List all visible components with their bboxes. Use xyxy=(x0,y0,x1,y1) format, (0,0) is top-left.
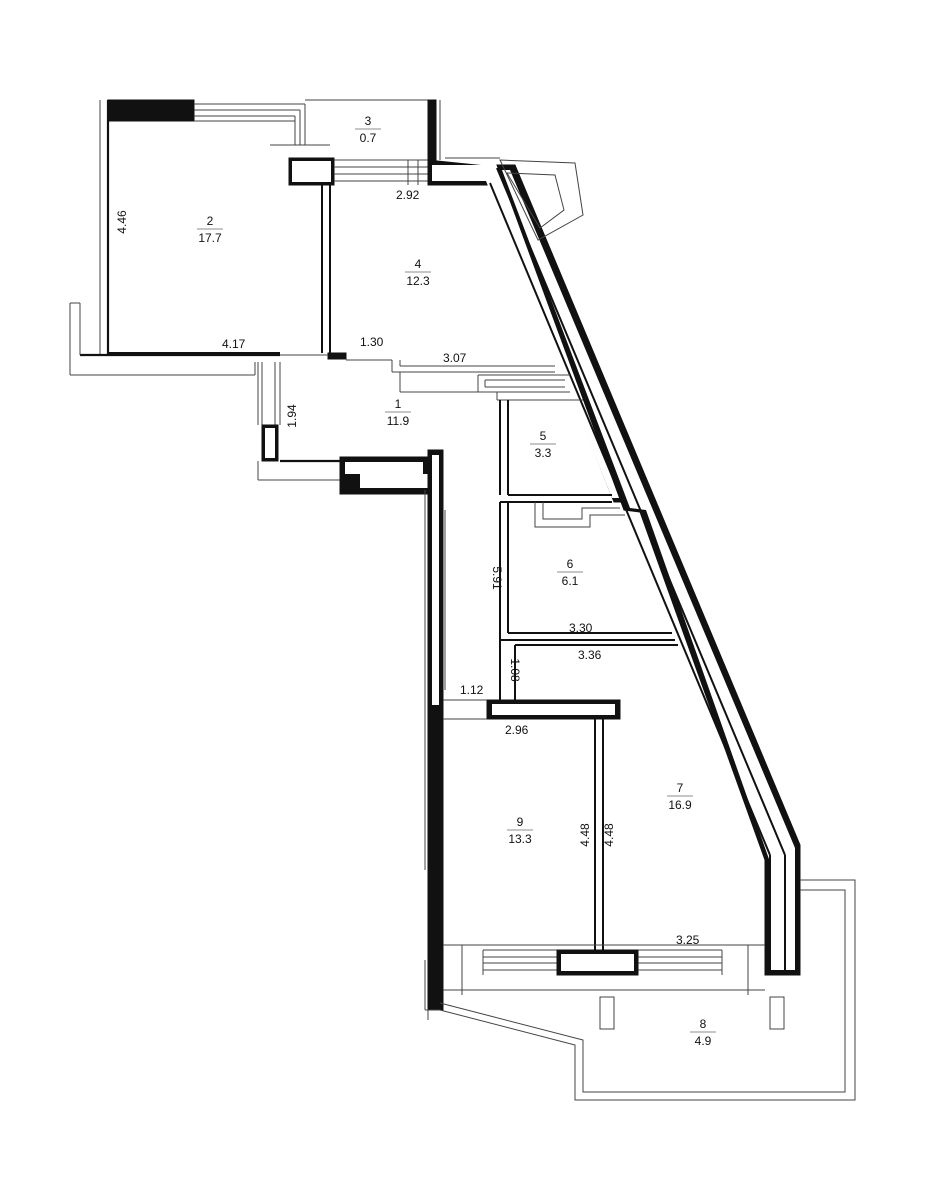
room-1-area: 11.9 xyxy=(387,414,410,428)
room-label-6: 6 6.1 xyxy=(557,557,583,588)
room-label-3: 3 0.7 xyxy=(355,114,381,145)
dimension-5-91: 5.91 xyxy=(490,566,504,590)
room-6-number: 6 xyxy=(567,557,574,571)
room-7-number: 7 xyxy=(677,781,684,795)
room-5-walls xyxy=(499,400,612,503)
diagonal-exterior-wall xyxy=(427,159,801,976)
room-5-area: 3.3 xyxy=(535,446,552,460)
room-6-walls xyxy=(499,502,675,641)
dimension-3-25: 3.25 xyxy=(676,933,700,947)
room-2-walls xyxy=(69,99,335,376)
room-3-area: 0.7 xyxy=(360,131,377,145)
bottom-window xyxy=(443,944,765,995)
room-label-8: 8 4.9 xyxy=(690,1017,716,1048)
dimension-4-48-right: 4.48 xyxy=(602,823,616,847)
dimension-2-92: 2.92 xyxy=(396,188,420,202)
room-2-number: 2 xyxy=(207,214,214,228)
dimension-4-17: 4.17 xyxy=(222,337,246,351)
room-4-walls xyxy=(280,185,555,373)
room-label-7: 7 16.9 xyxy=(667,781,693,812)
room-label-4: 4 12.3 xyxy=(405,257,431,288)
room-label-9: 9 13.3 xyxy=(507,815,533,846)
room-1-walls xyxy=(257,362,583,495)
room-label-2: 2 17.7 xyxy=(197,214,223,245)
dimension-1-12: 1.12 xyxy=(460,683,484,697)
dimension-2-96: 2.96 xyxy=(505,723,529,737)
room-9-number: 9 xyxy=(517,815,524,829)
dimension-4-46: 4.46 xyxy=(115,210,129,234)
dimension-3-36: 3.36 xyxy=(578,648,602,662)
room-9-area: 13.3 xyxy=(508,832,532,846)
room-3-number: 3 xyxy=(365,114,372,128)
corridor-column xyxy=(424,449,446,1011)
room-3-walls xyxy=(305,99,441,185)
room-4-number: 4 xyxy=(415,257,422,271)
room-4-area: 12.3 xyxy=(406,274,430,288)
room-8-area: 4.9 xyxy=(695,1034,712,1048)
room-7-9-walls xyxy=(443,640,678,950)
dimension-1-94: 1.94 xyxy=(285,404,299,428)
dimension-1-08: 1.08 xyxy=(508,658,522,682)
top-right-balcony xyxy=(445,157,584,241)
room-label-5: 5 3.3 xyxy=(530,429,556,460)
dimension-4-48-left: 4.48 xyxy=(578,823,592,847)
room-8-number: 8 xyxy=(700,1017,707,1031)
room-2-area: 17.7 xyxy=(198,231,222,245)
room-6-area: 6.1 xyxy=(562,574,579,588)
dimension-3-07: 3.07 xyxy=(443,351,467,365)
dimension-1-30: 1.30 xyxy=(360,335,384,349)
dimension-3-30: 3.30 xyxy=(569,621,593,635)
room-7-area: 16.9 xyxy=(668,798,692,812)
room-label-1: 1 11.9 xyxy=(385,397,411,428)
room-5-number: 5 xyxy=(540,429,547,443)
room-8-walls xyxy=(424,879,856,1101)
room-1-number: 1 xyxy=(395,397,402,411)
